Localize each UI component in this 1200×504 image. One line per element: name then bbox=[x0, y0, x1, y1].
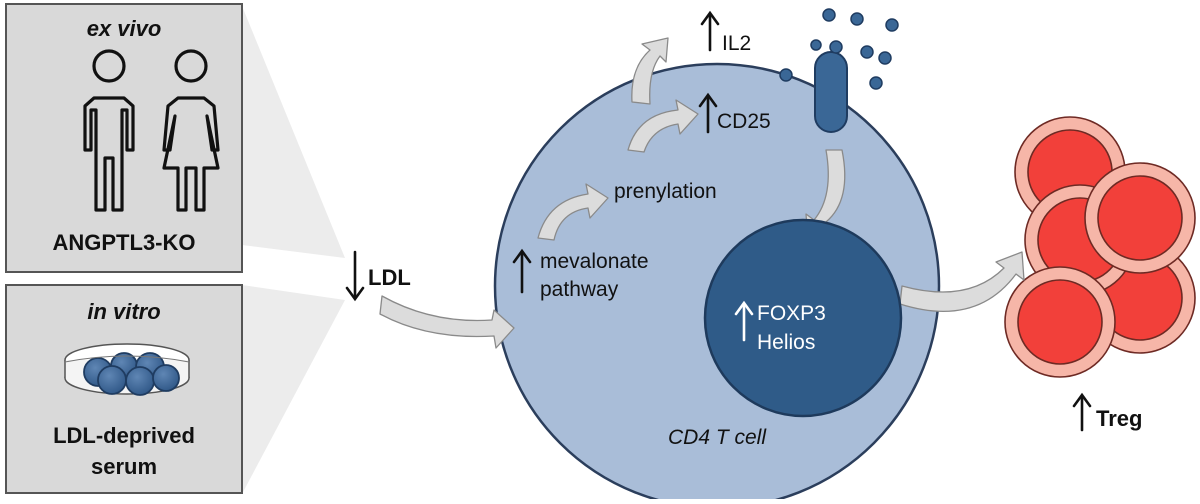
arrow-to-il2 bbox=[631, 37, 669, 105]
arrow-prenylation-to-cd25 bbox=[627, 99, 699, 153]
il2-molecules bbox=[779, 8, 899, 90]
ex-vivo-caption: ANGPTL3-KO bbox=[53, 230, 196, 255]
arrow-nucleus-to-treg bbox=[899, 251, 1025, 312]
connector-fan-bottom bbox=[242, 285, 345, 494]
nucleus bbox=[703, 218, 903, 418]
ldl-label: LDL bbox=[368, 265, 411, 290]
cd4-t-cell-label: CD4 T cell bbox=[668, 426, 767, 449]
in-vitro-title: in vitro bbox=[87, 299, 160, 324]
arrow-mevalonate-to-prenylation bbox=[537, 183, 609, 241]
mevalonate-label-line2: pathway bbox=[540, 278, 619, 301]
il2-up-arrow bbox=[700, 10, 720, 52]
ex-vivo-title: ex vivo bbox=[87, 16, 162, 41]
ldl-down-arrow bbox=[345, 250, 365, 302]
cd25-label: CD25 bbox=[717, 110, 771, 133]
female-person-icon bbox=[162, 49, 220, 212]
petri-dish-icon bbox=[64, 343, 190, 396]
prenylation-label: prenylation bbox=[614, 180, 717, 203]
helios-label: Helios bbox=[757, 331, 815, 354]
ex-vivo-panel: ex vivo ANGPTL3-KO bbox=[5, 3, 243, 273]
il2-receptor bbox=[814, 51, 848, 133]
in-vitro-caption-line1: LDL-deprived bbox=[53, 423, 195, 448]
connector-fan-top bbox=[242, 6, 345, 258]
foxp3-up-arrow bbox=[734, 300, 754, 342]
foxp3-label: FOXP3 bbox=[757, 302, 826, 325]
treg-up-arrow bbox=[1072, 392, 1092, 432]
cd25-up-arrow bbox=[698, 92, 718, 134]
il2-label: IL2 bbox=[722, 32, 751, 55]
treg-label: Treg bbox=[1096, 406, 1142, 431]
mevalonate-label-line1: mevalonate bbox=[540, 250, 649, 273]
male-person-icon bbox=[83, 49, 135, 212]
in-vitro-caption-line2: serum bbox=[91, 454, 157, 479]
arrow-ldl-to-mevalonate bbox=[379, 295, 515, 349]
treg-cluster bbox=[1004, 116, 1196, 378]
mevalonate-up-arrow bbox=[512, 248, 532, 294]
in-vitro-panel: in vitro LDL-deprived serum bbox=[5, 284, 243, 494]
